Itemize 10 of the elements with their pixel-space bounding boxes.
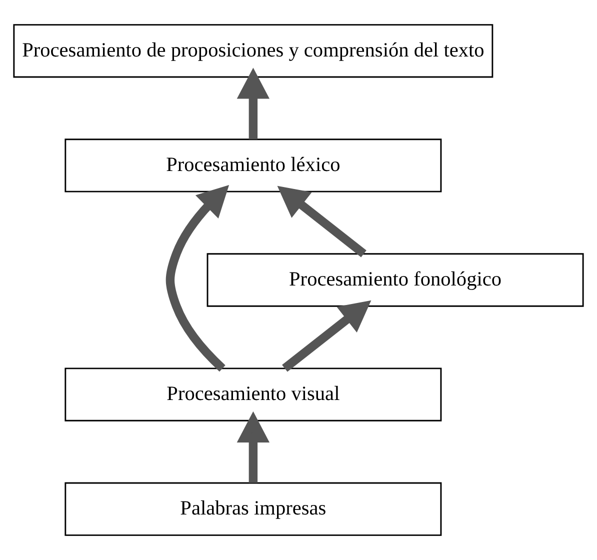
- arrow: [236, 411, 270, 483]
- node-box: Procesamiento visual: [64, 368, 442, 422]
- node-box: Procesamiento de proposiciones y comprensión del texto: [13, 24, 494, 78]
- arrow: [166, 185, 230, 372]
- node-box: Procesamiento fonológico: [206, 253, 584, 307]
- arrow: [282, 300, 372, 372]
- node-box: Palabras impresas: [64, 482, 442, 536]
- arrow: [277, 186, 366, 258]
- arrow: [236, 68, 270, 140]
- node-box: Procesamiento léxico: [64, 138, 442, 192]
